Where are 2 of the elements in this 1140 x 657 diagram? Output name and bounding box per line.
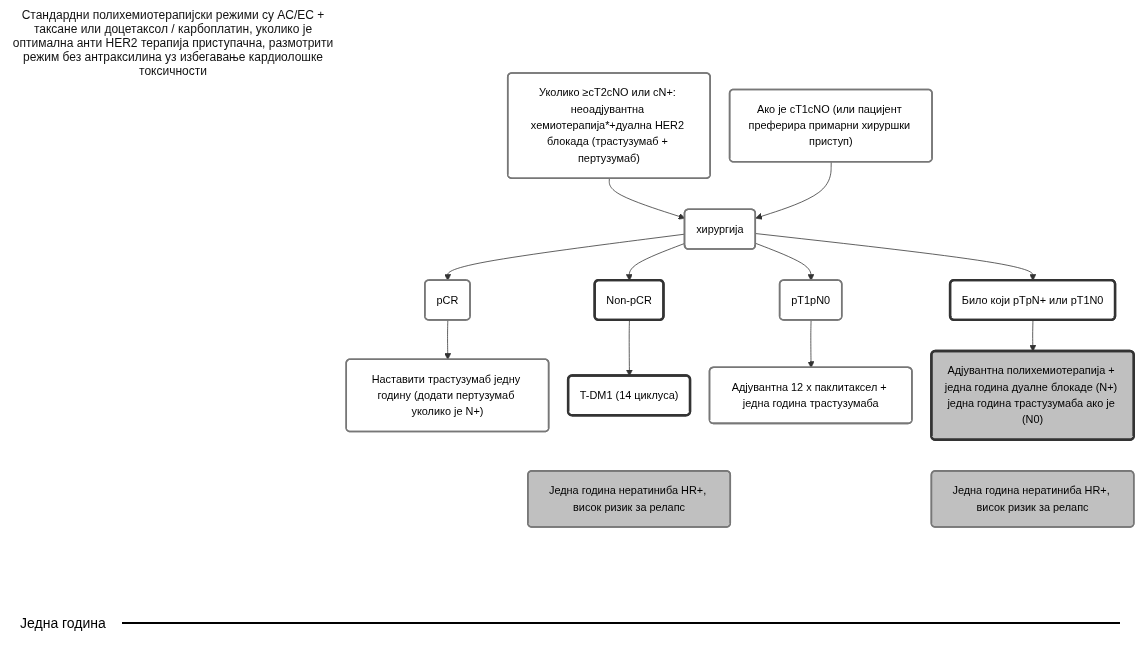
timeline-label: Једна година — [20, 615, 106, 631]
note-text: Стандардни полихемиотерапијски режими су AC/EC + таксане или доцетаксол / карбоплатин, уколико је оптимална анти HER2 терапија приступачна, размотрити режим без антраксилина уз избегавање кардиолошке токсичности — [11, 8, 335, 78]
